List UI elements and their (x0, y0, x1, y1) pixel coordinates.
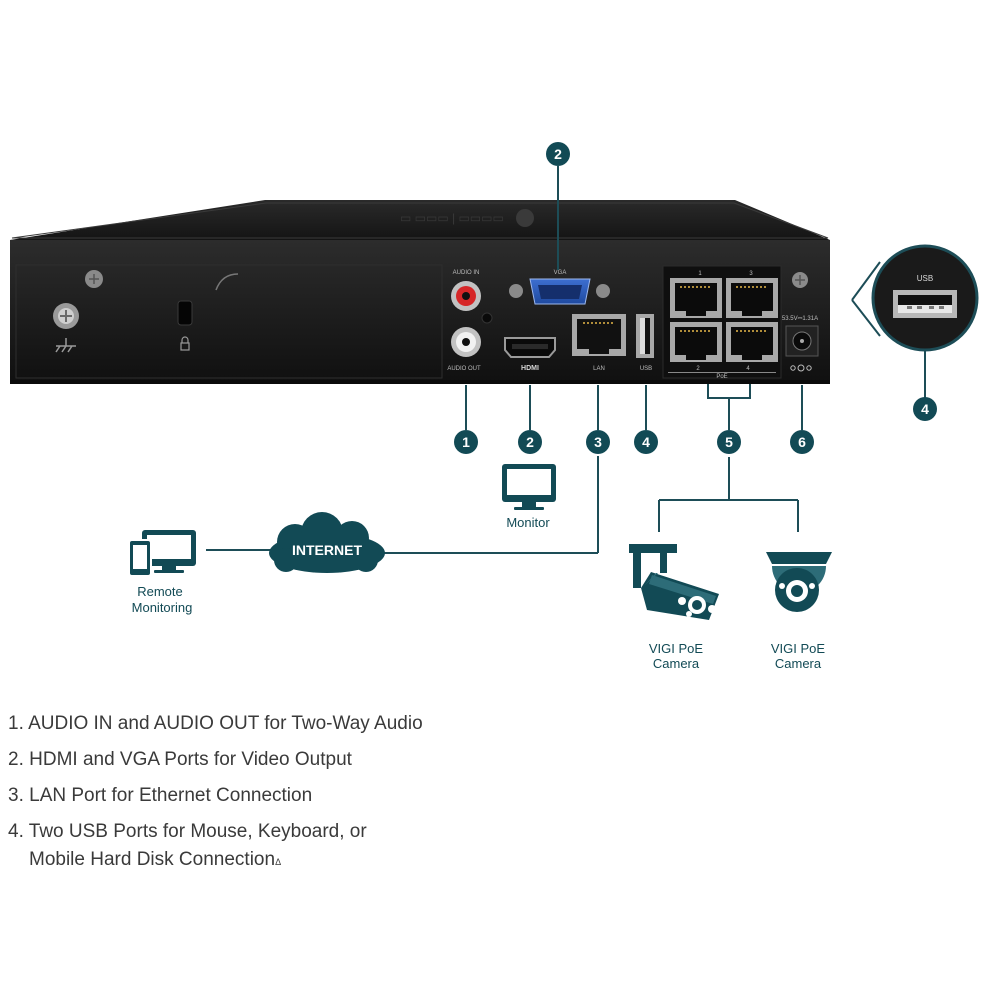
callout-badge-power: 6 (790, 430, 814, 454)
vga-label: VGA (554, 270, 567, 276)
legend-item-audio: 1. AUDIO IN and AUDIO OUT for Two-Way Au… (8, 713, 423, 734)
panel-screw-icon (85, 270, 103, 288)
svg-text:3: 3 (594, 434, 602, 450)
legend-footnote-mark: Δ (275, 857, 282, 867)
poe-port-2-number: 2 (696, 366, 700, 372)
camera1-label-line1: VIGI PoE (649, 641, 704, 656)
audio-out-port[interactable] (451, 327, 481, 357)
monitor-label: Monitor (506, 515, 550, 530)
svg-text:4: 4 (921, 401, 929, 417)
callout-badge-poe: 5 (717, 430, 741, 454)
lan-port[interactable] (572, 314, 626, 356)
callout-badge-usb-zoom: 4 (913, 397, 937, 421)
usb-zoom-label: USB (917, 274, 933, 283)
callout-badge-audio: 1 (454, 430, 478, 454)
feature-legend: 1. AUDIO IN and AUDIO OUT for Two-Way Au… (8, 710, 608, 882)
power-rating-label: 53.5V⎓1.31A (782, 316, 818, 322)
vga-screw-right-icon (596, 284, 610, 298)
callout-badge-lan: 3 (586, 430, 610, 454)
poe-port-2[interactable] (670, 322, 722, 362)
hdmi-label: HDMI (521, 365, 539, 372)
vga-port[interactable] (529, 278, 591, 305)
audio-in-label: AUDIO IN (453, 270, 480, 276)
lock-slot (177, 300, 193, 326)
poe-port-1-number: 1 (698, 271, 702, 277)
poe-port-4[interactable] (726, 322, 778, 362)
legend-item-usb: 4. Two USB Ports for Mouse, Keyboard, or… (8, 821, 367, 870)
legend-item-lan: 3. LAN Port for Ethernet Connection (8, 785, 313, 806)
legend-item-usb-continuation: Mobile Hard Disk Connection (29, 849, 276, 870)
hdmi-port[interactable] (504, 337, 556, 358)
camera2-label-line2: Camera (775, 656, 822, 671)
svg-text:4: 4 (642, 434, 650, 450)
audio-in-port[interactable] (451, 281, 481, 311)
bullet-camera-icon (629, 544, 719, 620)
internet-cloud-icon (269, 512, 385, 573)
usb-port[interactable] (636, 314, 654, 358)
power-jack[interactable] (785, 325, 819, 357)
audio-out-label: AUDIO OUT (447, 366, 481, 372)
lan-label: LAN (593, 366, 605, 372)
poe-label: PoE (716, 374, 727, 380)
camera1-label-line2: Camera (653, 656, 700, 671)
poe-port-1[interactable] (670, 278, 722, 318)
power-screw-icon (792, 272, 808, 288)
ground-symbol-icon (55, 338, 76, 353)
ground-screw-icon (53, 303, 79, 329)
legend-item-video: 2. HDMI and VGA Ports for Video Output (8, 749, 352, 770)
svg-text:5: 5 (725, 434, 733, 450)
svg-text:2: 2 (526, 434, 534, 450)
device-brand-emboss: ▭ ▭▭▭ | ▭▭▭▭ (400, 211, 504, 225)
poe-port-3-number: 3 (749, 271, 753, 277)
internet-label: INTERNET (292, 542, 362, 558)
usb-label: USB (640, 366, 652, 372)
svg-text:1: 1 (462, 434, 470, 450)
svg-text:6: 6 (798, 434, 806, 450)
vga-screw-left-icon (509, 284, 523, 298)
remote-monitoring-icon (128, 530, 196, 577)
polarity-symbol-icon (790, 364, 812, 372)
monitor-icon (502, 464, 556, 510)
poe-port-4-number: 4 (746, 366, 750, 372)
usb-zoom-inset: USB (851, 244, 979, 400)
remote-label-line2: Monitoring (132, 600, 193, 615)
callout-badge-vga: 2 (546, 142, 570, 166)
callout-lines (206, 166, 803, 554)
camera2-label-line1: VIGI PoE (771, 641, 826, 656)
device-logo-icon (516, 209, 534, 227)
callout-badge-usb: 4 (634, 430, 658, 454)
nvr-device: ▭ ▭▭▭ | ▭▭▭▭ AUDIO IN (10, 200, 830, 384)
poe-port-3[interactable] (726, 278, 778, 318)
lock-icon (180, 336, 190, 351)
turret-camera-icon (766, 552, 832, 612)
svg-text:2: 2 (554, 146, 562, 162)
remote-label-line1: Remote (137, 584, 183, 599)
callout-badge-hdmi: 2 (518, 430, 542, 454)
